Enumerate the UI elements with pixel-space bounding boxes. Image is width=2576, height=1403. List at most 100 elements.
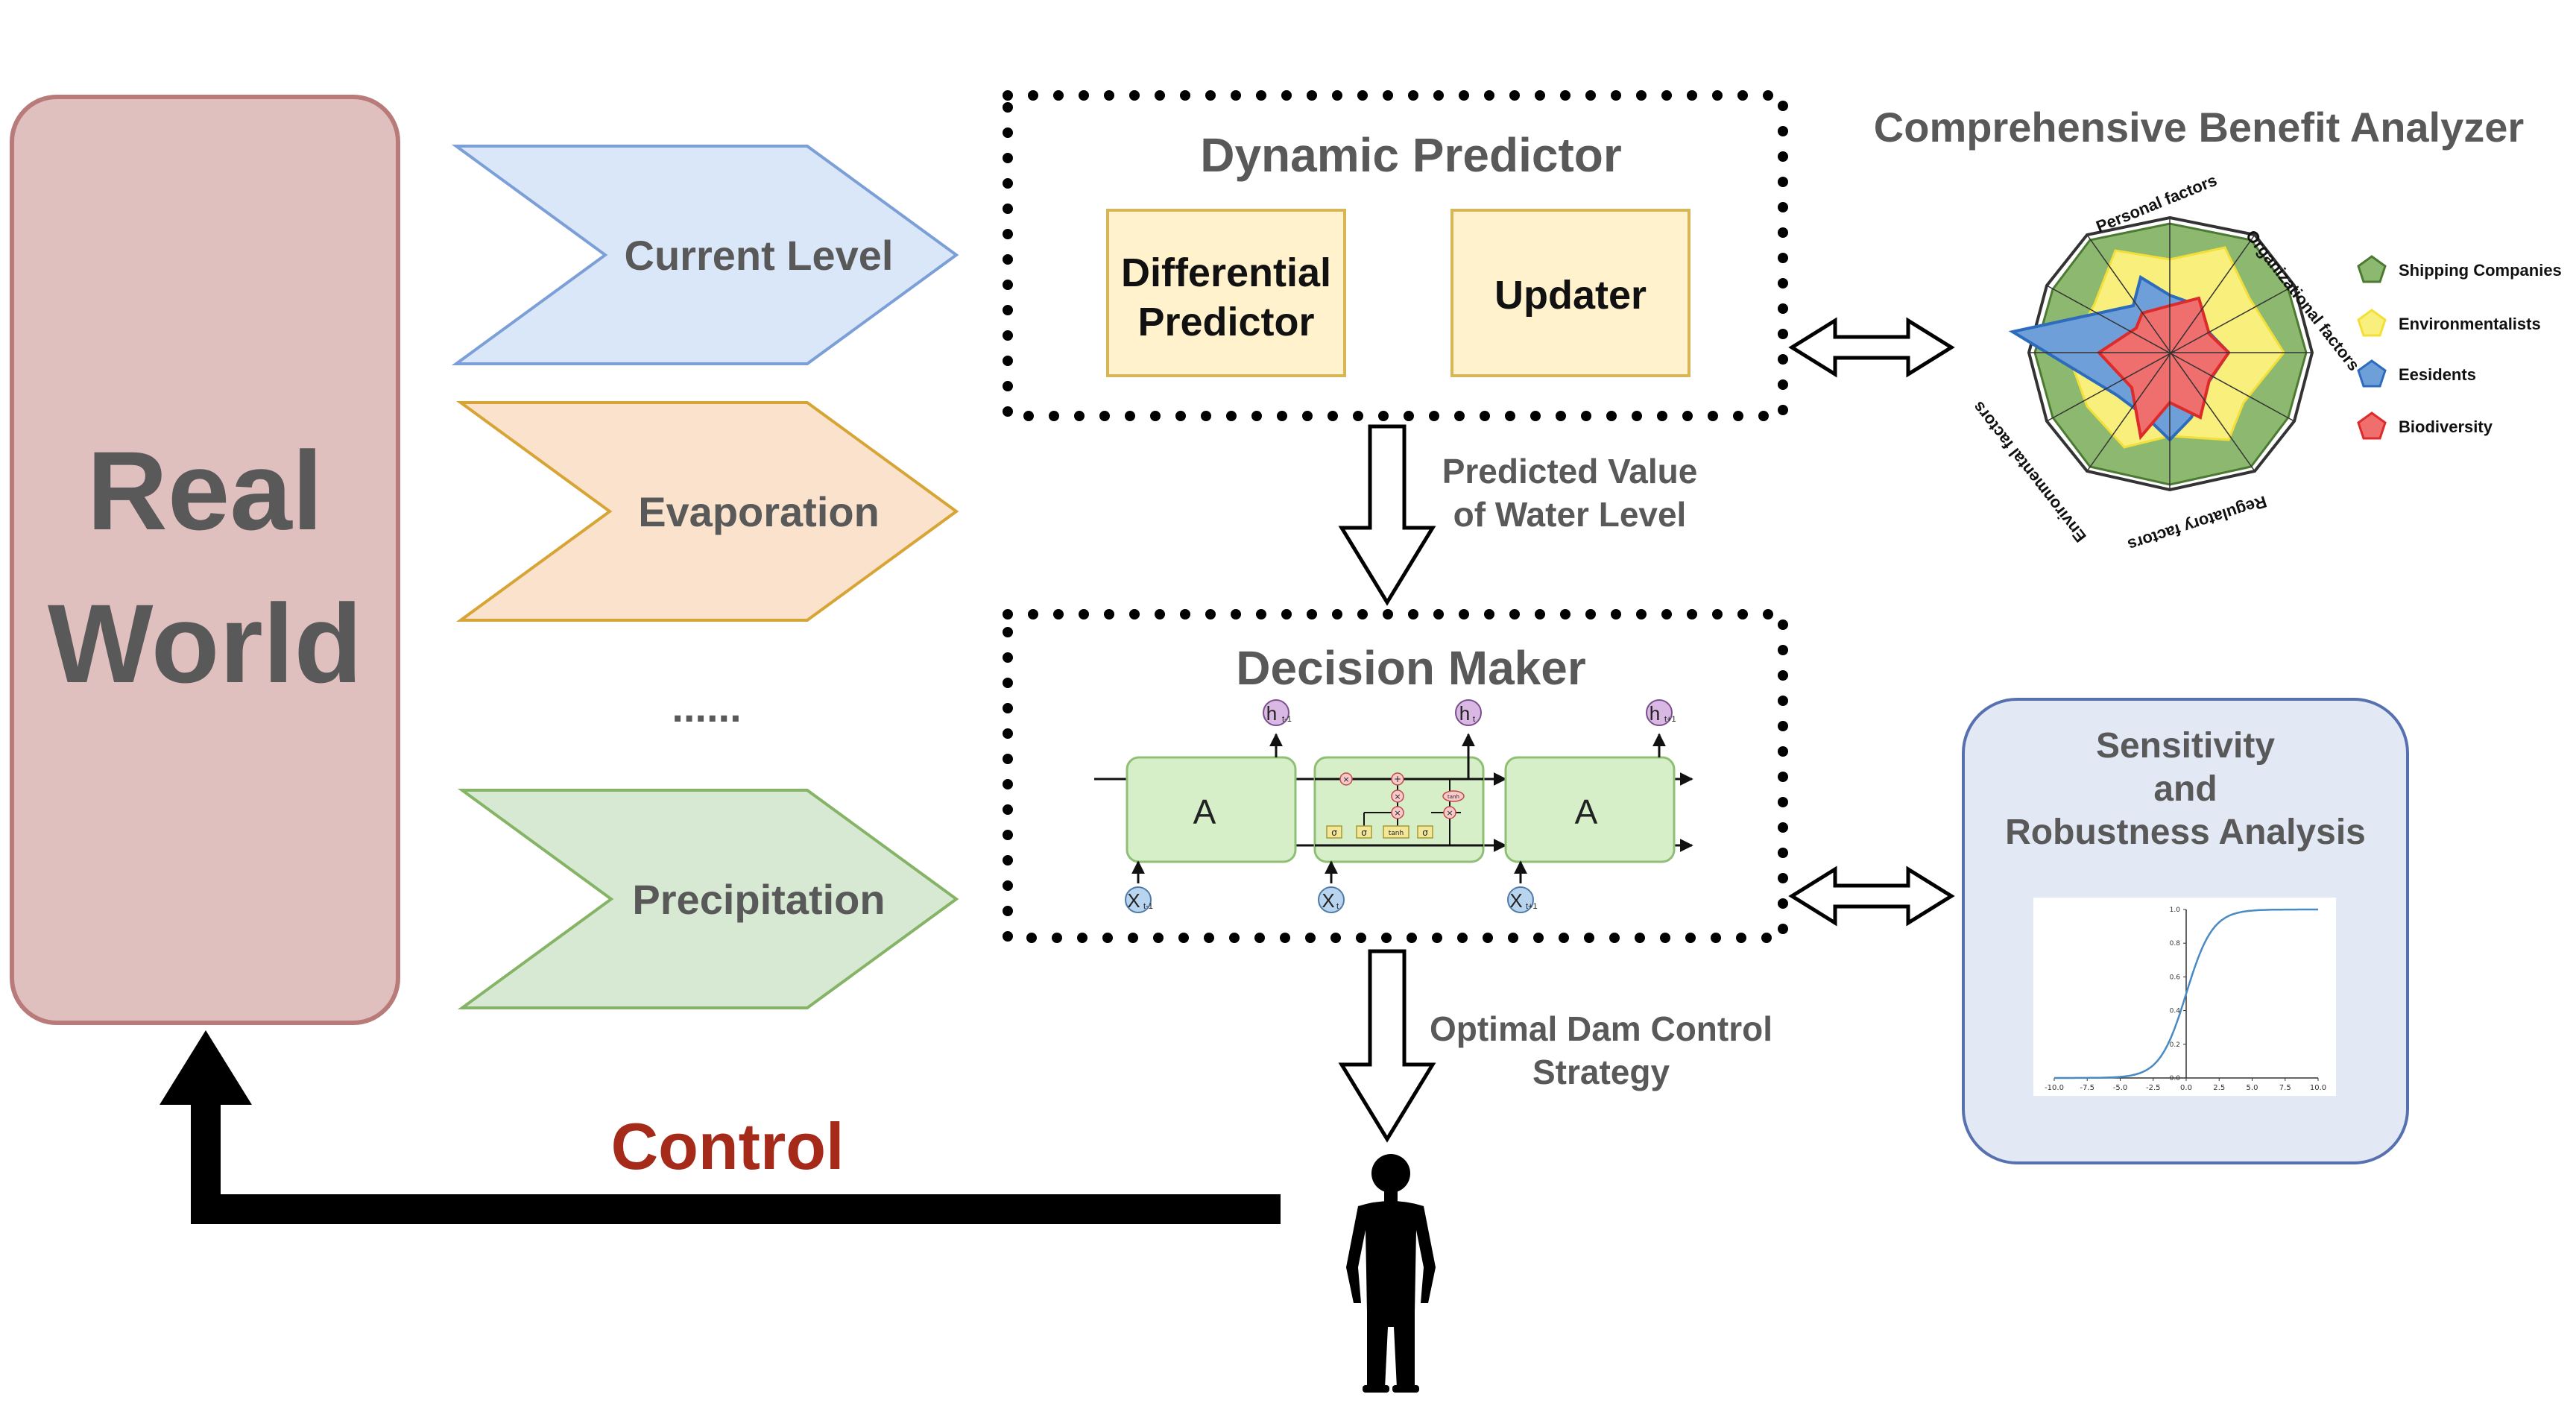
input-evaporation: Evaporation [455, 401, 959, 622]
differential-predictor-line2: Predictor [1137, 300, 1314, 344]
op-mult-4: × [1446, 808, 1453, 818]
plot-y-tick-label: 0.0 [2170, 1075, 2181, 1082]
control-arrow [160, 1030, 1281, 1224]
predicted-value-line2: of Water Level [1453, 495, 1687, 534]
current-level-chevron [451, 145, 959, 365]
legend-environmentalists: Environmentalists [2399, 315, 2541, 333]
x-cur-node [1318, 886, 1345, 913]
lstm-mult-node [1391, 806, 1404, 819]
gate-tanh-label: tanh [1389, 830, 1404, 837]
x-cur-label: X [1322, 889, 1334, 912]
gate-sigma-3: σ [1422, 827, 1428, 838]
evaporation-label: Evaporation [638, 488, 880, 535]
op-mult-2: × [1394, 792, 1401, 801]
current-level-label: Current Level [625, 232, 894, 279]
legend-shipping: Shipping Companies [2399, 261, 2562, 280]
plot-x-tick-label: 2.5 [2213, 1084, 2225, 1092]
legend-biodiversity-marker [2357, 412, 2387, 440]
h-prev-label: h [1266, 702, 1277, 725]
radar-chart [2008, 215, 2314, 492]
real-world-box [10, 95, 400, 1025]
legend-environmentalists-marker [2357, 309, 2387, 337]
lstm-gate-forget [1326, 825, 1342, 839]
predicted-value-line1: Predicted Value [1442, 452, 1698, 491]
predicted-value-arrow [1338, 424, 1436, 606]
sensitivity-line2: and [2153, 769, 2217, 809]
person-icon [1346, 1154, 1436, 1393]
lstm-gate-output [1417, 825, 1433, 839]
sensitivity-double-arrow [1788, 866, 1955, 927]
updater-box [1450, 209, 1690, 377]
differential-predictor-line1: Differential [1121, 250, 1331, 295]
h-next-sub: t+1 [1664, 715, 1676, 724]
lstm-output-mult [1443, 806, 1456, 819]
x-next-label: X [1509, 889, 1522, 912]
plot-x-tick-label: -2.5 [2146, 1084, 2161, 1092]
plot-y-tick-label: 0.4 [2170, 1008, 2181, 1015]
differential-predictor-box [1106, 209, 1346, 377]
decision-maker: Decision Maker A h t-1 X t-1 [1003, 609, 1788, 943]
plot-x-tick-label: -7.5 [2080, 1084, 2094, 1092]
updater-label: Updater [1494, 273, 1647, 318]
dynamic-predictor: Dynamic Predictor Differential Predictor… [1003, 90, 1788, 421]
plot-x-tick-label: -5.0 [2113, 1084, 2128, 1092]
legend-biodiversity: Biodiversity [2399, 417, 2493, 436]
dynamic-predictor-frame [1003, 90, 1788, 421]
benefit-analyzer: Comprehensive Benefit Analyzer Personal … [1874, 104, 2562, 555]
lstm-cell-next [1504, 756, 1676, 863]
gate-sigma-1: σ [1331, 827, 1337, 838]
lstm-cell-prev-label: A [1193, 792, 1216, 831]
gate-sigma-2: σ [1361, 827, 1367, 838]
input-current-level: Current Level [451, 145, 959, 365]
h-cur-node [1455, 699, 1482, 726]
plot-x-tick-label: 5.0 [2247, 1084, 2258, 1092]
h-cur-sub: t [1473, 715, 1475, 724]
h-prev-sub: t-1 [1282, 715, 1292, 724]
radar-legend: Shipping Companies Environmentalists Ees… [2357, 255, 2562, 440]
radar-axis-regulatory: Regulatory factors [2126, 492, 2270, 555]
x-prev-label: X [1127, 889, 1140, 912]
plot-x-tick-label: 0.0 [2180, 1084, 2192, 1092]
lstm-forget-mult [1339, 772, 1353, 786]
benefit-analyzer-title: Comprehensive Benefit Analyzer [1874, 104, 2524, 151]
plot-y-tick-label: 1.0 [2170, 907, 2181, 914]
sensitivity-analysis: Sensitivity and Robustness Analysis -10.… [1962, 698, 2409, 1164]
decision-maker-title: Decision Maker [1236, 641, 1586, 695]
lstm-add-node [1391, 772, 1404, 786]
benefit-double-arrow [1788, 317, 1955, 378]
lstm-cell-next-label: A [1575, 792, 1598, 831]
legend-residents-marker [2357, 359, 2387, 388]
plot-x-tick-label: 10.0 [2310, 1084, 2326, 1092]
lstm-diagram: A h t-1 X t-1 [1094, 699, 1693, 913]
real-world-line2: World [48, 581, 362, 706]
x-prev-sub: t-1 [1143, 902, 1153, 911]
x-next-node [1507, 886, 1534, 913]
legend-shipping-marker [2357, 255, 2387, 283]
precipitation-label: Precipitation [632, 876, 885, 923]
x-prev-node [1125, 886, 1152, 913]
lstm-input-mult [1391, 789, 1404, 803]
dynamic-predictor-title: Dynamic Predictor [1200, 128, 1622, 182]
plot-x-tick-label: -10.0 [2045, 1084, 2064, 1092]
x-next-sub: t+1 [1526, 902, 1538, 911]
lstm-gate-input [1356, 825, 1372, 839]
h-prev-node [1263, 699, 1289, 726]
control-label: Control [611, 1109, 845, 1183]
optimal-strategy-arrow [1338, 949, 1436, 1143]
op-mult-1: × [1342, 775, 1349, 784]
plot-x-tick-label: 7.5 [2279, 1084, 2291, 1092]
op-tanh-label: tanh [1448, 794, 1459, 800]
op-mult-3: × [1394, 808, 1401, 818]
lstm-gate-tanh [1383, 825, 1409, 839]
x-cur-sub: t [1336, 902, 1339, 911]
sensitivity-line3: Robustness Analysis [2005, 813, 2366, 852]
optimal-line2: Strategy [1532, 1053, 1670, 1091]
lstm-tanh-op [1442, 790, 1465, 802]
real-world-block: Real World [10, 95, 400, 1025]
sigmoid-series-line [2054, 908, 2318, 1079]
plot-y-tick-label: 0.6 [2170, 974, 2181, 981]
h-cur-label: h [1459, 702, 1470, 725]
input-precipitation: Precipitation [457, 789, 959, 1009]
